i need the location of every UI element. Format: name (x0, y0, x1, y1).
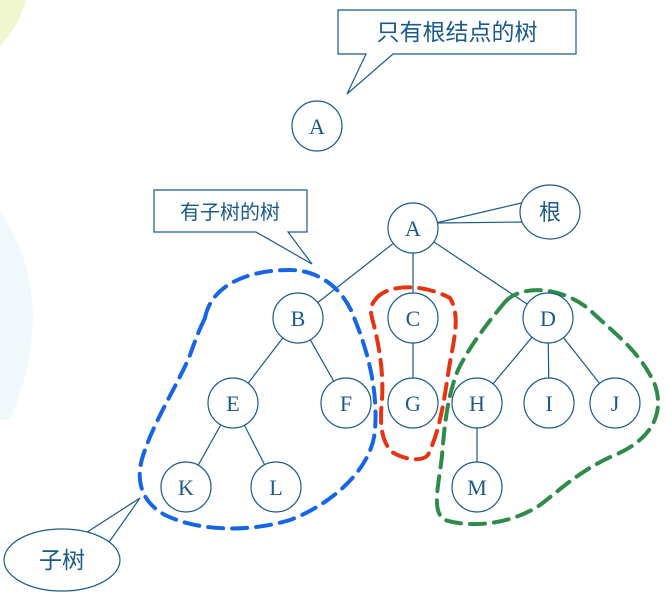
node-h-label: H (469, 391, 485, 416)
node-b-label: B (291, 306, 306, 331)
node-i-label: I (545, 391, 552, 416)
node-f-label: F (340, 391, 352, 416)
node-f-circle (320, 377, 372, 429)
node-g: G (387, 377, 439, 429)
single-node-circle (291, 100, 343, 152)
edge-b-f (309, 339, 335, 382)
node-c-circle (387, 292, 439, 344)
node-h-circle (451, 377, 503, 429)
node-g-circle (387, 377, 439, 429)
tree-with-subtrees-callout-box (153, 189, 313, 265)
node-k-label: K (178, 475, 194, 500)
left-swirl-shape (0, 210, 33, 420)
node-j: J (589, 377, 641, 429)
single-root-callout-label: 只有根结点的树 (377, 20, 538, 46)
node-m: M (451, 461, 503, 513)
edge-b-e (247, 337, 284, 384)
edge-d-j (563, 337, 600, 384)
corner-swirl-shape (0, 0, 26, 46)
tree-nodes: A B C D E F G (160, 202, 641, 513)
single-node: A (291, 100, 343, 152)
node-a-circle (387, 202, 439, 254)
node-l: L (250, 461, 302, 513)
node-i: I (523, 377, 575, 429)
node-f: F (320, 377, 372, 429)
node-k: K (160, 461, 212, 513)
node-j-circle (589, 377, 641, 429)
edge-e-k (197, 424, 222, 466)
background-decoration (0, 0, 33, 420)
tree-edges (197, 241, 600, 466)
subtree-callout-oval (3, 528, 121, 592)
root-callout-pointer (435, 200, 531, 224)
node-e-label: E (226, 391, 239, 416)
edge-e-l (243, 424, 266, 466)
node-e-circle (207, 377, 259, 429)
node-c-label: C (406, 306, 421, 331)
node-g-label: G (405, 391, 421, 416)
root-callout-oval (519, 184, 581, 240)
subtree-callout: 子树 (3, 497, 141, 592)
node-e: E (207, 377, 259, 429)
subtree-d-outline (434, 288, 661, 527)
edge-a-d (433, 241, 528, 305)
node-l-label: L (269, 475, 282, 500)
node-l-circle (250, 461, 302, 513)
single-root-callout-box (337, 9, 577, 95)
node-a: A (387, 202, 439, 254)
node-a-label: A (405, 216, 421, 241)
subtree-c-outline (369, 285, 458, 462)
edge-d-h (492, 336, 533, 385)
node-b: B (272, 292, 324, 344)
node-b-circle (272, 292, 324, 344)
node-j-label: J (611, 391, 620, 416)
tree-with-subtrees-callout-label: 有子树的树 (180, 200, 280, 224)
node-d: D (522, 292, 574, 344)
node-m-label: M (467, 475, 487, 500)
subtree-outlines (137, 267, 661, 531)
subtree-b-outline (137, 267, 378, 531)
edge-a-b (317, 242, 394, 304)
node-d-label: D (540, 306, 556, 331)
node-m-circle (451, 461, 503, 513)
single-node-label: A (309, 114, 325, 139)
node-h: H (451, 377, 503, 429)
tree-with-subtrees-callout: 有子树的树 (153, 189, 313, 265)
node-i-circle (523, 377, 575, 429)
node-k-circle (160, 461, 212, 513)
root-callout-label: 根 (539, 201, 561, 226)
single-root-callout: 只有根结点的树 (337, 9, 577, 95)
subtree-callout-label: 子树 (39, 548, 85, 574)
node-d-circle (522, 292, 574, 344)
node-c: C (387, 292, 439, 344)
root-callout: 根 (435, 184, 581, 240)
